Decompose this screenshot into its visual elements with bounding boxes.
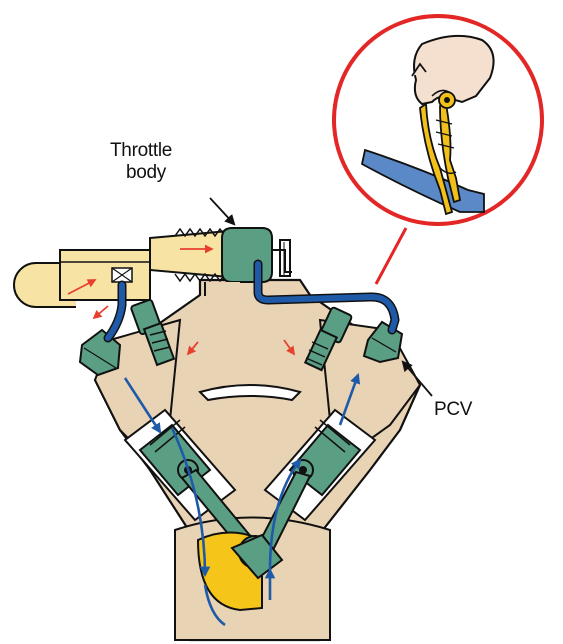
inset-connector	[376, 228, 406, 284]
throttle-body-label-line1: Throttle	[110, 140, 172, 162]
pinch-test-inset	[334, 16, 542, 224]
pcv-label: PCV	[434, 399, 472, 421]
throttle-body-label-line2: body	[126, 162, 166, 184]
